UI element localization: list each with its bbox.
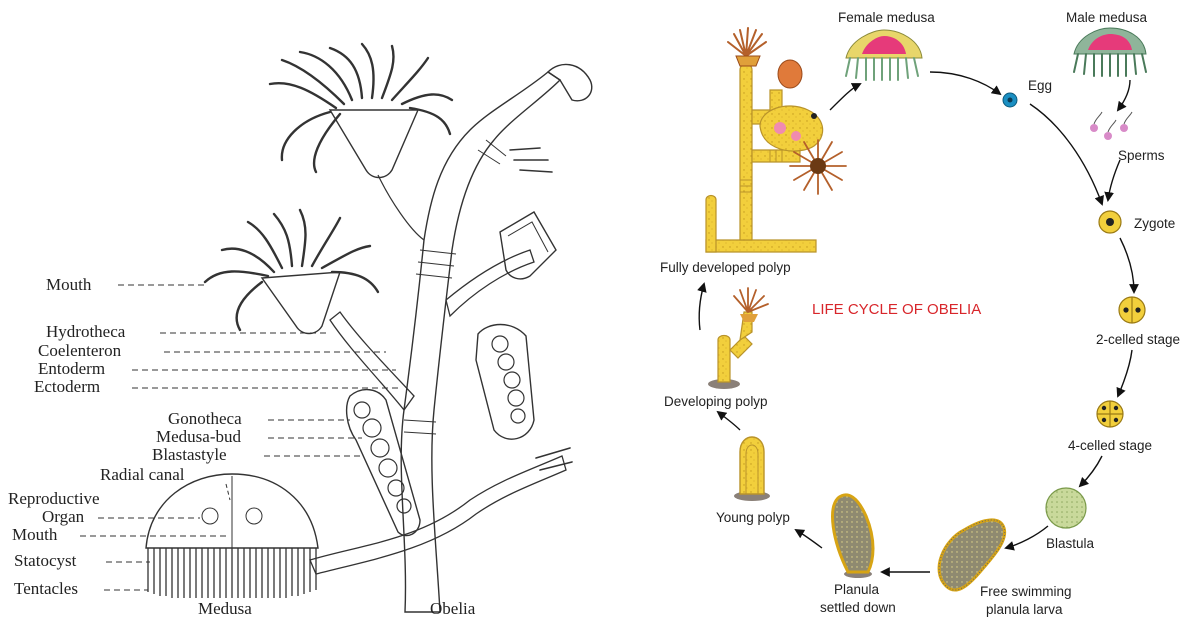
label-tentacles: Tentacles [14, 579, 78, 598]
label-developing-polyp: Developing polyp [664, 394, 768, 409]
arrow-4cell-to-blastula [1080, 456, 1102, 486]
label-mouth: Mouth [46, 275, 92, 294]
reproductive-organ-right [246, 508, 262, 524]
gonotheca-right [476, 325, 534, 440]
label-ectoderm: Ectoderm [34, 377, 100, 396]
middle-hydrotheca [262, 272, 340, 334]
male-medusa-illustration [1074, 28, 1146, 76]
two-celled-stage-icon [1119, 297, 1145, 323]
middle-tentacles [205, 210, 378, 330]
main-stem [401, 72, 560, 612]
gonotheca-left [347, 390, 420, 536]
fully-developed-polyp-illustration [706, 28, 846, 252]
life-cycle-title: LIFE CYCLE OF OBELIA [812, 301, 981, 318]
arrow-polyp-to-female [830, 84, 860, 110]
empty-hydrotheca [500, 212, 556, 279]
label-egg: Egg [1028, 78, 1052, 93]
medusa-tentacle-fringe [148, 548, 316, 598]
upper-buds [510, 148, 572, 470]
top-tentacles [270, 44, 452, 172]
top-hydranth-stalk [378, 175, 424, 240]
top-hydrotheca [330, 110, 418, 178]
female-medusa-illustration [846, 30, 922, 80]
label-reproductive: Reproductive [8, 489, 100, 508]
label-settled-line2: settled down [820, 600, 896, 615]
label-four-celled-stage: 4-celled stage [1068, 438, 1152, 453]
four-celled-stage-icon [1097, 401, 1123, 427]
label-blastastyle: Blastastyle [152, 445, 227, 464]
sperms-illustration [1090, 112, 1132, 140]
label-male-medusa: Male medusa [1066, 10, 1148, 25]
reproductive-organ-left [202, 508, 218, 524]
label-coelenteron: Coelenteron [38, 341, 122, 360]
label-gonotheca: Gonotheca [168, 409, 242, 428]
planula-larva-illustration [939, 520, 1005, 590]
obelia-colony-illustration [205, 44, 592, 612]
label-planula-line1: Free swimming [980, 584, 1072, 599]
arrow-egg-to-zygote [1030, 104, 1102, 204]
upper-branch [548, 64, 592, 100]
label-sperms: Sperms [1118, 148, 1165, 163]
arrow-blastula-to-planula [1006, 526, 1048, 548]
arrow-zygote-to-2cell [1120, 238, 1134, 292]
caption-medusa: Medusa [198, 599, 252, 618]
leader-radial-canal [226, 484, 230, 500]
label-young-polyp: Young polyp [716, 510, 790, 525]
arrow-sperms-to-zygote [1108, 160, 1120, 200]
polyp-top-tentacles [728, 28, 766, 56]
label-medusa-mouth: Mouth [12, 525, 58, 544]
arrow-female-to-egg [930, 72, 1000, 94]
label-zygote: Zygote [1134, 216, 1175, 231]
left-branch [330, 312, 414, 410]
young-polyp-illustration [734, 437, 770, 501]
arrow-young-to-developing [718, 412, 740, 430]
label-planula-line2: planula larva [986, 602, 1063, 617]
right-branch [446, 250, 534, 316]
arrow-settled-to-young [796, 530, 822, 548]
caption-obelia: Obelia [430, 599, 476, 618]
label-fully-developed-polyp: Fully developed polyp [660, 260, 791, 275]
label-settled-line1: Planula [834, 582, 880, 597]
stolon [310, 456, 566, 574]
label-blastula: Blastula [1046, 536, 1095, 551]
medusa-buds-right [492, 336, 525, 423]
label-female-medusa: Female medusa [838, 10, 935, 25]
planula-settled-illustration [833, 495, 873, 578]
arrow-2cell-to-4cell [1118, 350, 1132, 396]
arrow-developing-to-fully [699, 284, 704, 330]
label-hydrotheca: Hydrotheca [46, 322, 126, 341]
developing-polyp-illustration [708, 288, 768, 389]
life-cycle-diagram: LIFE CYCLE OF OBELIA Fully [660, 10, 1180, 617]
label-statocyst: Statocyst [14, 551, 77, 570]
label-organ: Organ [42, 507, 85, 526]
label-medusa-bud: Medusa-bud [156, 427, 241, 446]
label-two-celled-stage: 2-celled stage [1096, 332, 1180, 347]
blastula-icon [1046, 488, 1086, 528]
arrow-male-to-sperms [1118, 80, 1130, 110]
label-radial-canal: Radial canal [100, 465, 185, 484]
label-entoderm: Entoderm [38, 359, 105, 378]
